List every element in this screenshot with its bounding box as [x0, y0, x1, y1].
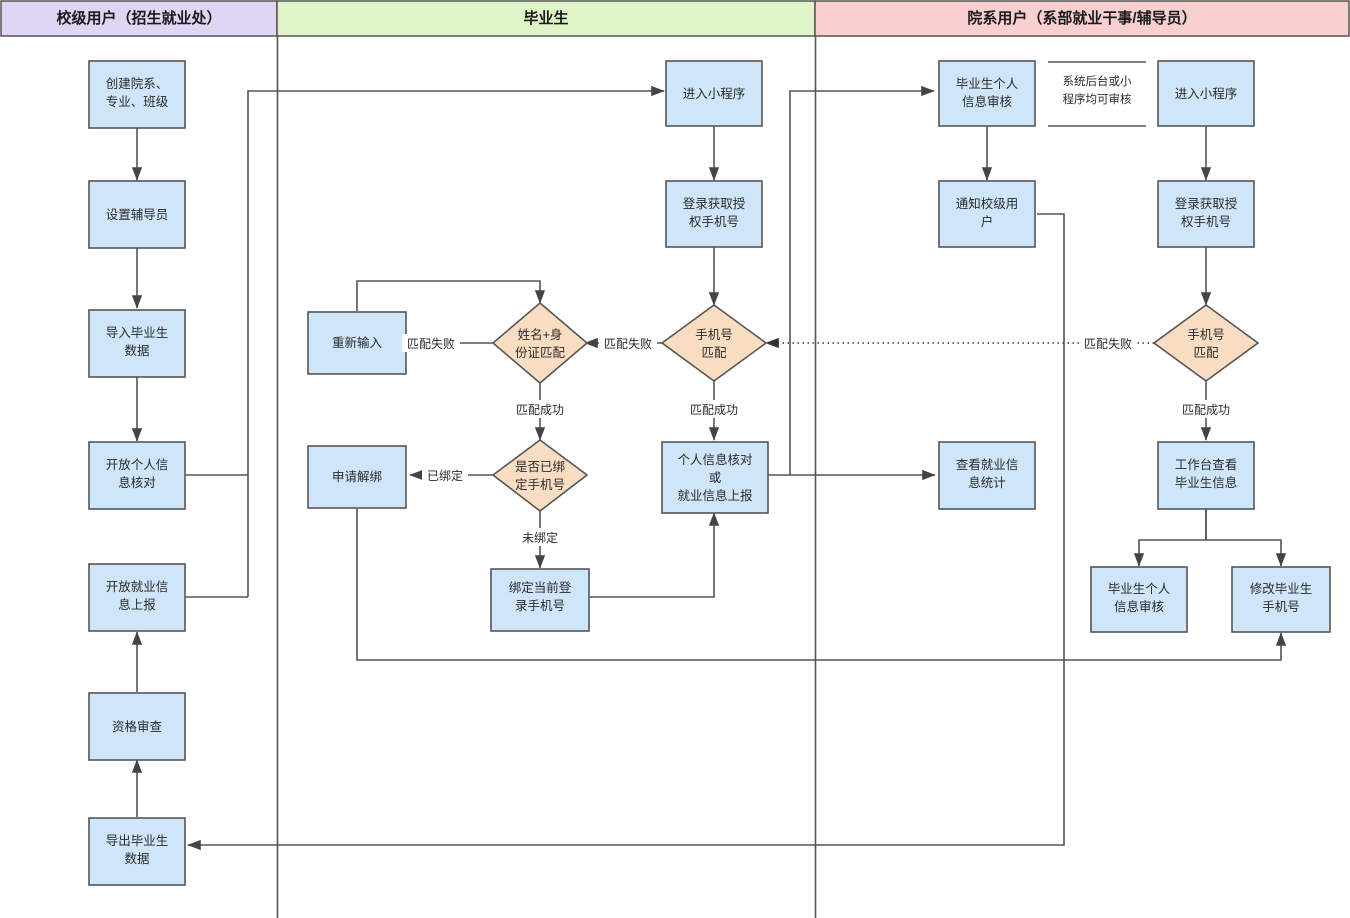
node-name-id-match-line2: 份证匹配 — [515, 346, 566, 360]
node-name-id-match-line1: 姓名+身 — [518, 327, 563, 342]
node-enter-miniprogram-right-line1: 进入小程序 — [1175, 86, 1238, 101]
node-notify-school[interactable]: 通知校级用 户 — [938, 180, 1036, 248]
node-modify-grad-phone-line2: 手机号 — [1262, 600, 1300, 614]
node-grad-info-audit2-line1: 毕业生个人 — [1108, 582, 1171, 596]
node-bind-current-phone-line2: 录手机号 — [515, 599, 565, 613]
lane-header-graduate — [276, 0, 816, 37]
node-grad-info-audit2-line2: 信息审核 — [1114, 599, 1165, 614]
node-phone-match-right[interactable]: 手机号 匹配 — [1152, 304, 1260, 382]
node-export-grad-line1: 导出毕业生 — [106, 834, 169, 848]
node-notify-school-line1: 通知校级用 — [956, 196, 1019, 211]
edge-label-match-success-2: 匹配成功 — [690, 403, 738, 417]
lane-header-dept — [814, 0, 1350, 37]
node-grad-info-audit-line1: 毕业生个人 — [956, 77, 1019, 91]
note-audit-method-line1: 系统后台或小 — [1063, 74, 1132, 88]
lane-header-school — [0, 0, 278, 37]
node-export-grad-line2: 数据 — [124, 851, 149, 866]
edge-reenter-loop-to-nameid — [356, 280, 546, 311]
node-login-phone-right-line2: 权手机号 — [1181, 214, 1231, 229]
edge-unbind-to-modify-phone — [356, 509, 1287, 661]
edge-label-match-success-3: 匹配成功 — [1182, 403, 1230, 417]
node-bind-current-phone-line1: 绑定当前登 — [509, 580, 572, 595]
node-open-personal-check-line1: 开放个人信 — [106, 457, 169, 472]
node-login-phone-right-line1: 登录获取授 — [1175, 196, 1238, 211]
edge-label-match-fail-3: 匹配失败 — [1084, 336, 1132, 351]
node-workbench-view-line1: 工作台查看 — [1175, 457, 1238, 472]
note-audit-method-line2: 程序均可审核 — [1063, 92, 1132, 106]
edge-notify-to-export — [187, 213, 1065, 851]
node-workbench-view-line2: 毕业生信息 — [1175, 475, 1238, 490]
node-apply-unbind-line1: 申请解绑 — [332, 470, 382, 484]
node-qualification-review[interactable]: 资格审查 — [88, 692, 186, 761]
node-export-grad[interactable]: 导出毕业生 数据 — [88, 817, 186, 886]
node-reenter-line1: 重新输入 — [332, 335, 383, 350]
edge-trunk-to-enter-miniprogram — [247, 85, 665, 597]
node-create-org-line1: 创建院系、 — [106, 77, 169, 91]
node-login-phone-mid[interactable]: 登录获取授 权手机号 — [665, 180, 763, 248]
node-phone-match-mid-line1: 手机号 — [695, 328, 733, 342]
node-apply-unbind[interactable]: 申请解绑 — [307, 445, 407, 509]
node-modify-grad-phone[interactable]: 修改毕业生 手机号 — [1231, 566, 1331, 633]
node-import-grad-line1: 导入毕业生 — [106, 326, 169, 340]
node-set-counselor-line1: 设置辅导员 — [106, 207, 169, 222]
edge-workbench-to-modifyphone — [1205, 509, 1287, 567]
node-enter-miniprogram-mid-line1: 进入小程序 — [683, 86, 746, 101]
node-name-id-match[interactable]: 姓名+身 份证匹配 — [491, 301, 589, 385]
node-view-job-stats[interactable]: 查看就业信 息统计 — [938, 441, 1036, 510]
node-reenter[interactable]: 重新输入 — [307, 311, 407, 375]
node-enter-miniprogram-mid[interactable]: 进入小程序 — [665, 60, 763, 127]
node-is-bound[interactable]: 是否已绑 定手机号 — [491, 439, 589, 513]
node-open-job-report-line2: 息上报 — [118, 597, 156, 612]
node-qualification-review-line1: 资格审查 — [112, 719, 163, 734]
node-phone-match-mid[interactable]: 手机号 匹配 — [660, 304, 768, 382]
edge-personal-to-gradaudit — [789, 85, 935, 475]
edge-workbench-to-gradaudit2 — [1133, 509, 1207, 567]
node-personal-or-job[interactable]: 个人信息核对 或 就业信息上报 — [661, 441, 769, 514]
node-personal-or-job-line2: 或 — [709, 471, 722, 485]
lane-title-school: 校级用户（招生就业处） — [56, 9, 221, 27]
node-grad-info-audit2[interactable]: 毕业生个人 信息审核 — [1090, 566, 1188, 633]
node-set-counselor[interactable]: 设置辅导员 — [88, 180, 186, 249]
edge-label-match-fail-1: 匹配失败 — [407, 336, 455, 351]
node-bind-current-phone[interactable]: 绑定当前登 录手机号 — [490, 568, 590, 632]
edge-label-bound: 已绑定 — [427, 468, 463, 483]
edge-label-unbound: 未绑定 — [522, 530, 558, 545]
lane-title-dept: 院系用户（系部就业干事/辅导员） — [967, 9, 1196, 27]
lane-title-graduate: 毕业生 — [523, 9, 568, 27]
node-is-bound-line1: 是否已绑 — [515, 460, 565, 474]
node-import-grad[interactable]: 导入毕业生 数据 — [88, 309, 186, 378]
node-login-phone-mid-line2: 权手机号 — [689, 214, 739, 229]
node-personal-or-job-line1: 个人信息核对 — [677, 452, 752, 467]
node-login-phone-right[interactable]: 登录获取授 权手机号 — [1157, 180, 1255, 248]
node-create-org[interactable]: 创建院系、 专业、班级 — [88, 60, 186, 129]
node-phone-match-right-line2: 匹配 — [1193, 346, 1219, 360]
node-phone-match-mid-line2: 匹配 — [701, 346, 727, 360]
node-view-job-stats-line1: 查看就业信 — [956, 457, 1019, 472]
node-notify-school-line2: 户 — [981, 214, 994, 229]
node-modify-grad-phone-line1: 修改毕业生 — [1250, 581, 1313, 596]
node-is-bound-line2: 定手机号 — [515, 477, 565, 492]
node-create-org-line2: 专业、班级 — [106, 94, 169, 109]
node-personal-or-job-line3: 就业信息上报 — [677, 488, 753, 503]
node-view-job-stats-line2: 息统计 — [968, 475, 1006, 490]
node-login-phone-mid-line1: 登录获取授 — [683, 196, 746, 211]
node-workbench-view[interactable]: 工作台查看 毕业生信息 — [1157, 441, 1255, 510]
node-open-personal-check[interactable]: 开放个人信 息核对 — [88, 441, 186, 510]
note-audit-method: 系统后台或小 程序均可审核 — [1048, 61, 1146, 127]
node-grad-info-audit[interactable]: 毕业生个人 信息审核 — [938, 60, 1036, 127]
node-enter-miniprogram-right[interactable]: 进入小程序 — [1157, 60, 1255, 127]
node-grad-info-audit-line2: 信息审核 — [962, 94, 1013, 109]
node-open-job-report[interactable]: 开放就业信 息上报 — [88, 563, 186, 632]
node-open-personal-check-line2: 息核对 — [118, 475, 156, 490]
node-open-job-report-line1: 开放就业信 — [106, 579, 169, 594]
node-import-grad-line2: 数据 — [124, 343, 149, 358]
edge-label-match-fail-2: 匹配失败 — [604, 336, 652, 351]
edge-labels: 匹配失败 匹配失败 匹配失败 匹配成功 匹配成功 匹配成功 已绑定 未绑定 — [402, 334, 1235, 546]
node-phone-match-right-line1: 手机号 — [1187, 328, 1225, 342]
edge-label-match-success-1: 匹配成功 — [516, 403, 564, 417]
edge-bind-to-personal — [589, 512, 720, 598]
